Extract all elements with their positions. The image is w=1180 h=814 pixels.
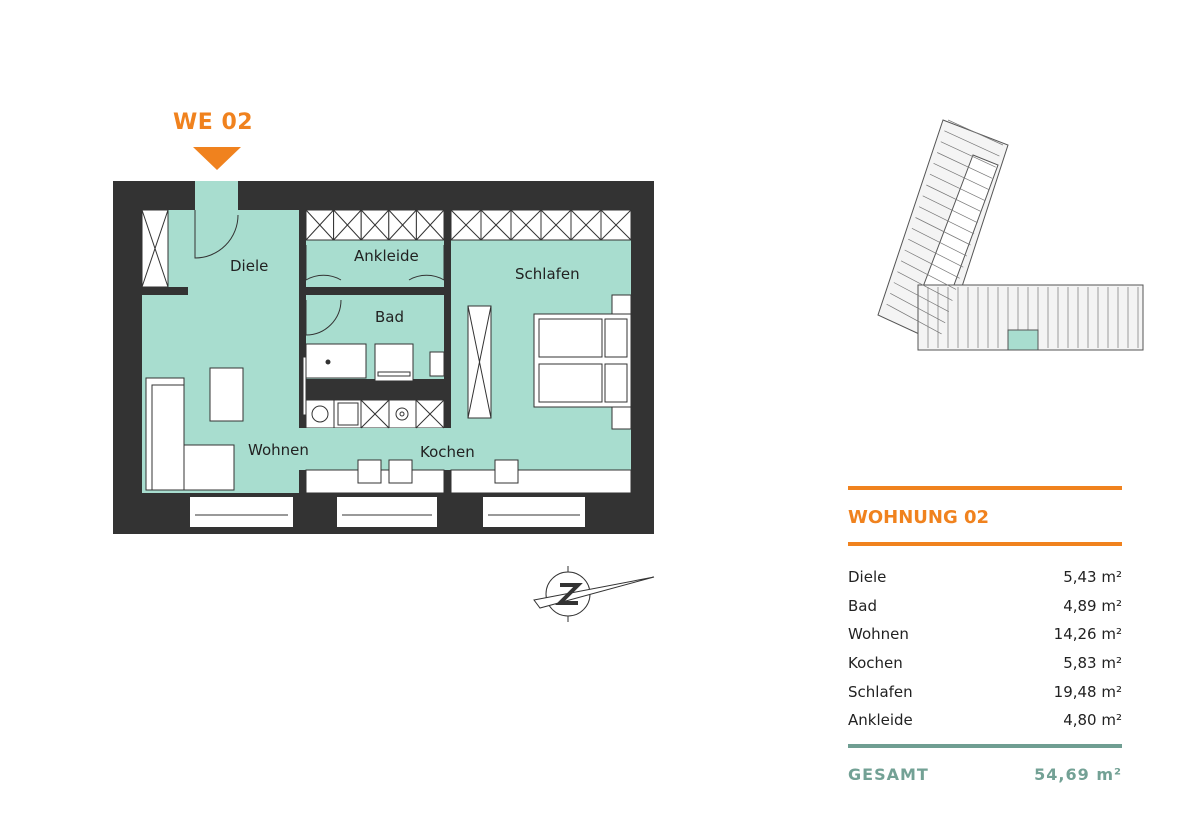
total-label: GESAMT xyxy=(848,765,929,785)
room-label-wohnen: Wohnen xyxy=(248,441,309,459)
area-row: Bad 4,89 m² xyxy=(848,592,1122,621)
room-name: Ankleide xyxy=(848,711,913,730)
room-area: 5,43 m² xyxy=(1063,568,1122,586)
area-row: Wohnen 14,26 m² xyxy=(848,620,1122,649)
room-name: Diele xyxy=(848,568,887,586)
room-label-diele: Diele xyxy=(230,257,269,275)
room-area: 5,83 m² xyxy=(1063,654,1122,673)
room-name: Bad xyxy=(848,596,878,615)
room-area: 4,89 m² xyxy=(1063,596,1122,615)
room-label-bad: Bad xyxy=(375,308,405,326)
entrance-door-opening xyxy=(195,181,238,211)
unit-marker-label: WE 02 xyxy=(173,110,254,135)
room-area: 19,48 m² xyxy=(1053,682,1122,701)
north-arrow-icon xyxy=(533,566,655,622)
room-area: 4,80 m² xyxy=(1063,711,1122,730)
room-label-kochen: Kochen xyxy=(420,443,475,461)
room-name: Schlafen xyxy=(848,682,913,701)
site-plan-image xyxy=(848,115,1148,413)
divider xyxy=(848,744,1122,749)
room-label-schlafen: Schlafen xyxy=(515,265,580,283)
room-name: Wohnen xyxy=(848,625,909,644)
total-value: 54,69 m² xyxy=(1034,765,1122,785)
area-table-title: WOHNUNG 02 xyxy=(848,507,990,528)
room-label-ankleide: Ankleide xyxy=(354,247,419,265)
room-name: Kochen xyxy=(848,654,903,673)
area-table: WOHNUNG 02 Diele 5,43 m² Bad 4,89 m² Wohne… xyxy=(848,486,1122,784)
unit-marker-arrow-icon xyxy=(193,147,241,170)
area-row: Kochen 5,83 m² xyxy=(848,649,1122,678)
divider xyxy=(848,542,1122,546)
room-area: 14,26 m² xyxy=(1053,625,1122,644)
divider xyxy=(848,486,1122,490)
area-row: Schlafen 19,48 m² xyxy=(848,678,1122,707)
area-row: Ankleide 4,80 m² xyxy=(848,706,1122,735)
total-row: GESAMT 54,69 m² xyxy=(848,748,1122,784)
area-row: Diele 5,43 m² xyxy=(848,563,1122,592)
